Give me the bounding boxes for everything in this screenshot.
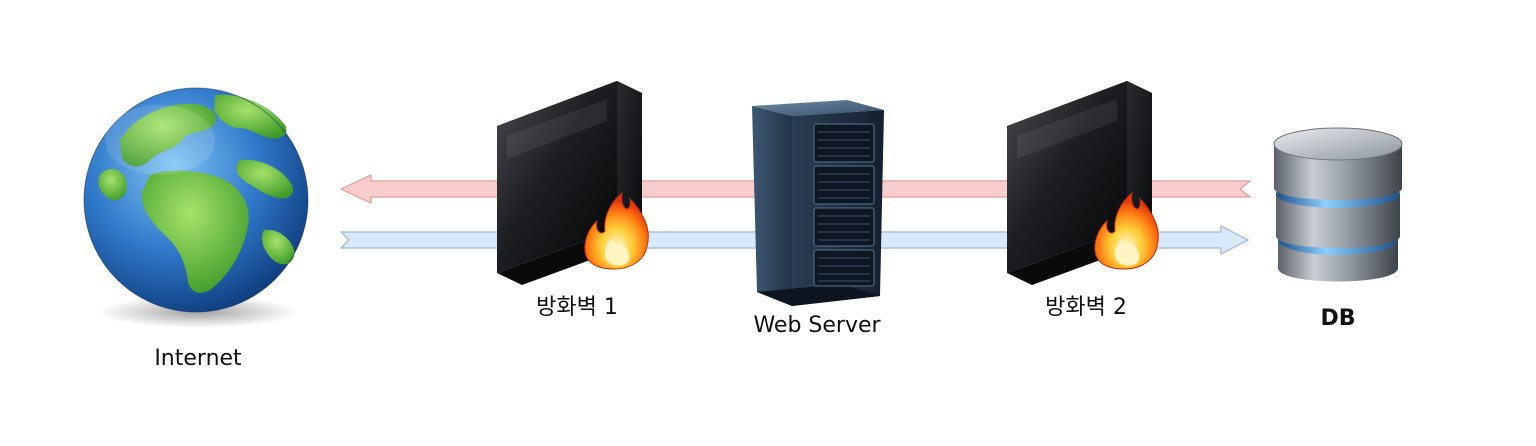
globe-icon [83, 87, 309, 328]
server-icon [752, 100, 884, 306]
database-icon [1273, 127, 1403, 282]
internet-label: Internet [154, 346, 242, 371]
db-label: DB [1320, 306, 1356, 331]
firewall-icon [497, 81, 649, 285]
firewall-icon [1007, 81, 1159, 285]
web-server-label: Web Server [753, 313, 881, 338]
firewall-2-label: 방화벽 2 [1045, 295, 1127, 320]
firewall-1-label: 방화벽 1 [536, 295, 618, 320]
